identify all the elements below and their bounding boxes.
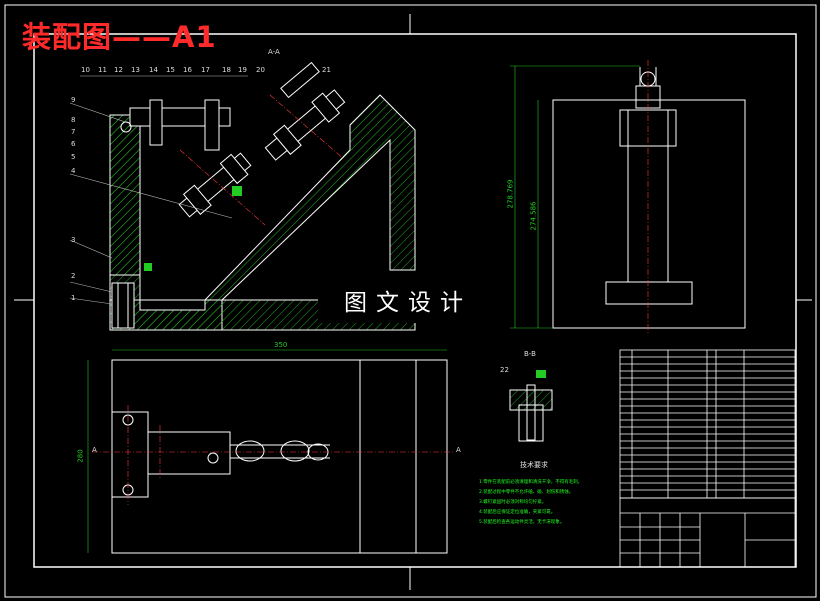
dimension-width: 350 — [274, 341, 288, 349]
outer-frame — [4, 4, 817, 598]
part-number-17: 17 — [201, 66, 210, 74]
part-number-1: 1 — [71, 294, 76, 302]
part-number-2: 2 — [71, 272, 76, 280]
tech-requirement-line: 2.装配过程中零件不允许磕、碰、划伤和锈蚀。 — [479, 490, 574, 495]
part-number-8: 8 — [71, 116, 76, 124]
bom-table — [619, 349, 796, 568]
part-number-11: 11 — [98, 66, 107, 74]
tech-requirements-title: 技术要求 — [520, 461, 548, 469]
part-number-20: 20 — [256, 66, 265, 74]
section-marker-left: A — [92, 446, 97, 454]
part-number-18: 18 — [222, 66, 231, 74]
tech-requirement-line: 3.螺钉紧固时必须对称均匀拧紧。 — [479, 500, 547, 505]
tech-requirement-line: 4.装配后应保证定位准确，夹紧可靠。 — [479, 510, 556, 515]
section-marker-right: A — [456, 446, 461, 454]
side-view — [510, 60, 746, 335]
section-bb-detail — [509, 370, 553, 442]
tech-requirement-line: 1.零件在装配前必须清理和清洗干净，不得有毛刺。 — [479, 480, 583, 485]
part-number-3: 3 — [71, 236, 76, 244]
drawing-title: 装配图——A1 — [22, 20, 217, 54]
section-label-aa: A-A — [268, 48, 280, 56]
part-number-4: 4 — [71, 167, 76, 175]
part-number-10: 10 — [81, 66, 90, 74]
front-section-view — [69, 61, 416, 331]
part-number-22: 22 — [500, 366, 509, 374]
part-number-15: 15 — [166, 66, 175, 74]
top-view — [87, 349, 455, 554]
dimension-height-body: 274.586 — [529, 201, 538, 231]
dimension-depth: 280 — [76, 449, 85, 463]
part-number-21: 21 — [322, 66, 331, 74]
part-number-12: 12 — [114, 66, 123, 74]
watermark-text: 图文设计 — [318, 283, 498, 323]
part-number-19: 19 — [238, 66, 247, 74]
part-number-9: 9 — [71, 96, 76, 104]
part-number-14: 14 — [149, 66, 158, 74]
dimension-height-total: 278.769 — [506, 179, 515, 209]
part-number-6: 6 — [71, 140, 76, 148]
part-number-7: 7 — [71, 128, 76, 136]
part-number-5: 5 — [71, 153, 76, 161]
tech-requirement-line: 5.装配后检查各运动件灵活，无卡滞现象。 — [479, 520, 565, 525]
part-number-13: 13 — [131, 66, 140, 74]
section-label-bb: B-B — [524, 350, 536, 358]
part-number-16: 16 — [183, 66, 192, 74]
tech-requirements-notes: 1.零件在装配前必须清理和清洗干净，不得有毛刺。 2.装配过程中零件不允许磕、碰… — [479, 478, 589, 528]
